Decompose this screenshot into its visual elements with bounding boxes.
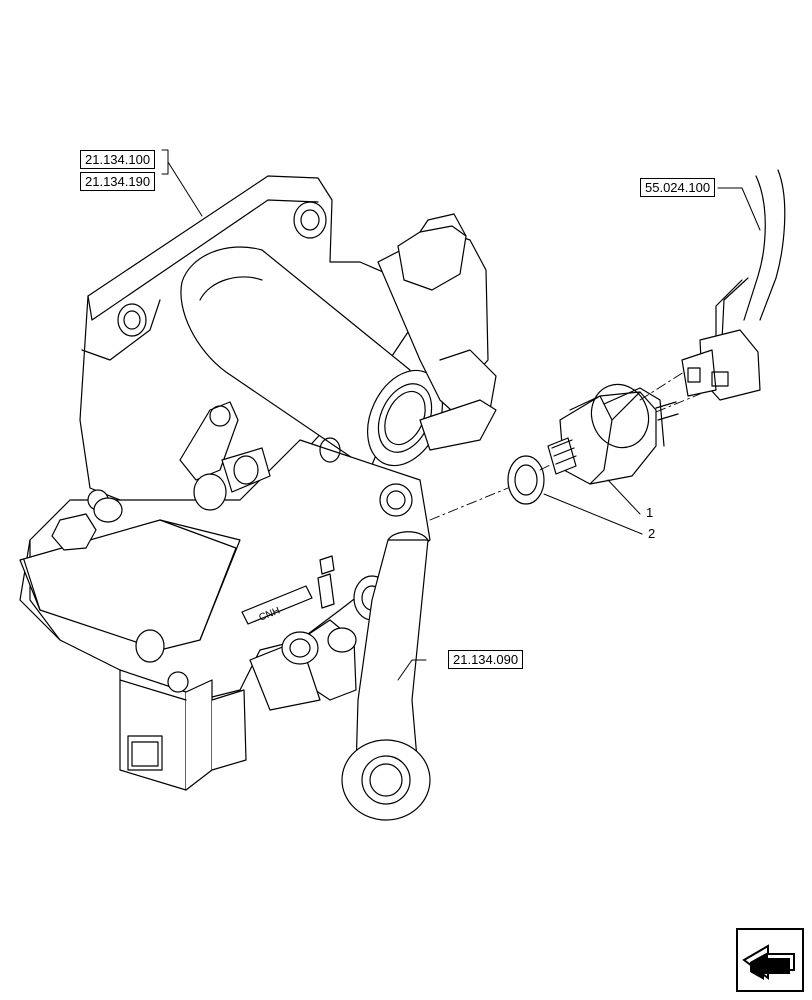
assembly-axis-lines [429, 371, 701, 521]
leader-lines [161, 149, 761, 681]
reference-box-55-024-100[interactable]: 55.024.100 [640, 178, 716, 197]
arrow-icon [742, 944, 795, 980]
link-rod [341, 531, 431, 821]
reference-box-21-134-190[interactable]: 21.134.190 [80, 172, 156, 191]
sealing-washer [507, 455, 545, 505]
pressure-switch [547, 383, 679, 485]
reference-box-21-134-100[interactable]: 21.134.100 [80, 150, 156, 169]
next-page-arrow-icon[interactable] [736, 928, 804, 992]
callout-item-2: 2 [648, 526, 656, 541]
wire-harness-connector [681, 169, 786, 401]
callout-item-1: 1 [646, 505, 654, 520]
valve-body: CNH [19, 175, 497, 791]
reference-box-21-134-090[interactable]: 21.134.090 [448, 650, 524, 669]
